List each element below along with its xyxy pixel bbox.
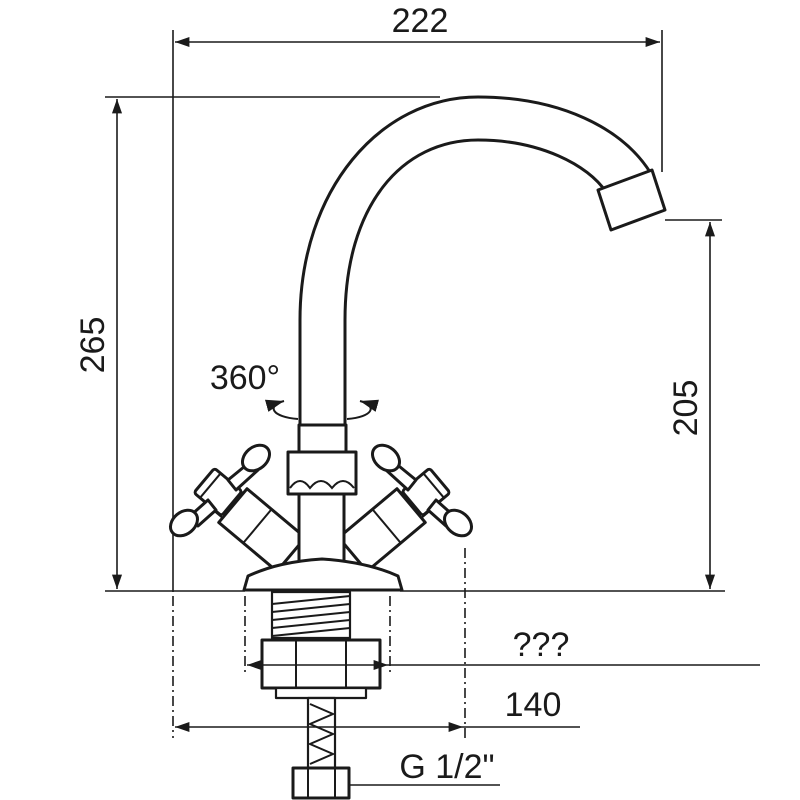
label-rotation: 360° (210, 359, 280, 397)
mounting-hardware (260, 590, 382, 700)
spout-collar-upper (297, 423, 348, 455)
label-overall-reach: 222 (392, 2, 449, 40)
left-valve (169, 443, 307, 573)
label-overall-height: 265 (74, 317, 112, 374)
right-handle-hub-line (422, 472, 445, 499)
mounting-nut (260, 638, 382, 690)
left-handle-knob-lower (169, 508, 199, 538)
left-handle-knob-upper (241, 443, 271, 473)
rotation-arrow-right (346, 399, 380, 420)
label-connection-thread: G 1/2" (399, 748, 494, 786)
dimension-overall-height: 265 (74, 96, 440, 592)
left-handle-hub-line (199, 472, 222, 499)
rotation-arrow-left (264, 399, 299, 420)
spout-tube (298, 95, 652, 432)
spout (298, 95, 667, 432)
lower-washer (274, 686, 368, 700)
right-valve-band (371, 508, 402, 544)
collar-knurling (289, 480, 355, 490)
hose-braid (307, 703, 336, 765)
right-handle-knob-lower (443, 508, 473, 538)
base-dome (242, 557, 404, 592)
dimension-handle-span: 140 (175, 548, 580, 738)
shank-threads (271, 595, 351, 637)
left-valve-band (242, 508, 273, 544)
label-handle-span: 140 (505, 686, 562, 724)
spout-collar (286, 450, 358, 496)
center-column (297, 490, 346, 564)
aerator (596, 168, 667, 232)
dimension-base-size: ??? (244, 596, 760, 674)
faucet-body (242, 423, 404, 592)
right-handle-knob-upper (371, 443, 401, 473)
dimension-spout-height: 205 (400, 219, 725, 592)
right-valve (337, 443, 473, 573)
rotation-indicator: 360° (210, 359, 380, 420)
hose-fitting-nut (291, 766, 351, 800)
label-base-size: ??? (513, 626, 570, 664)
callout-connection-thread: G 1/2" (350, 748, 500, 786)
supply-hose (291, 696, 351, 800)
dimension-overall-reach: 222 (172, 2, 663, 738)
label-spout-height: 205 (667, 380, 705, 437)
